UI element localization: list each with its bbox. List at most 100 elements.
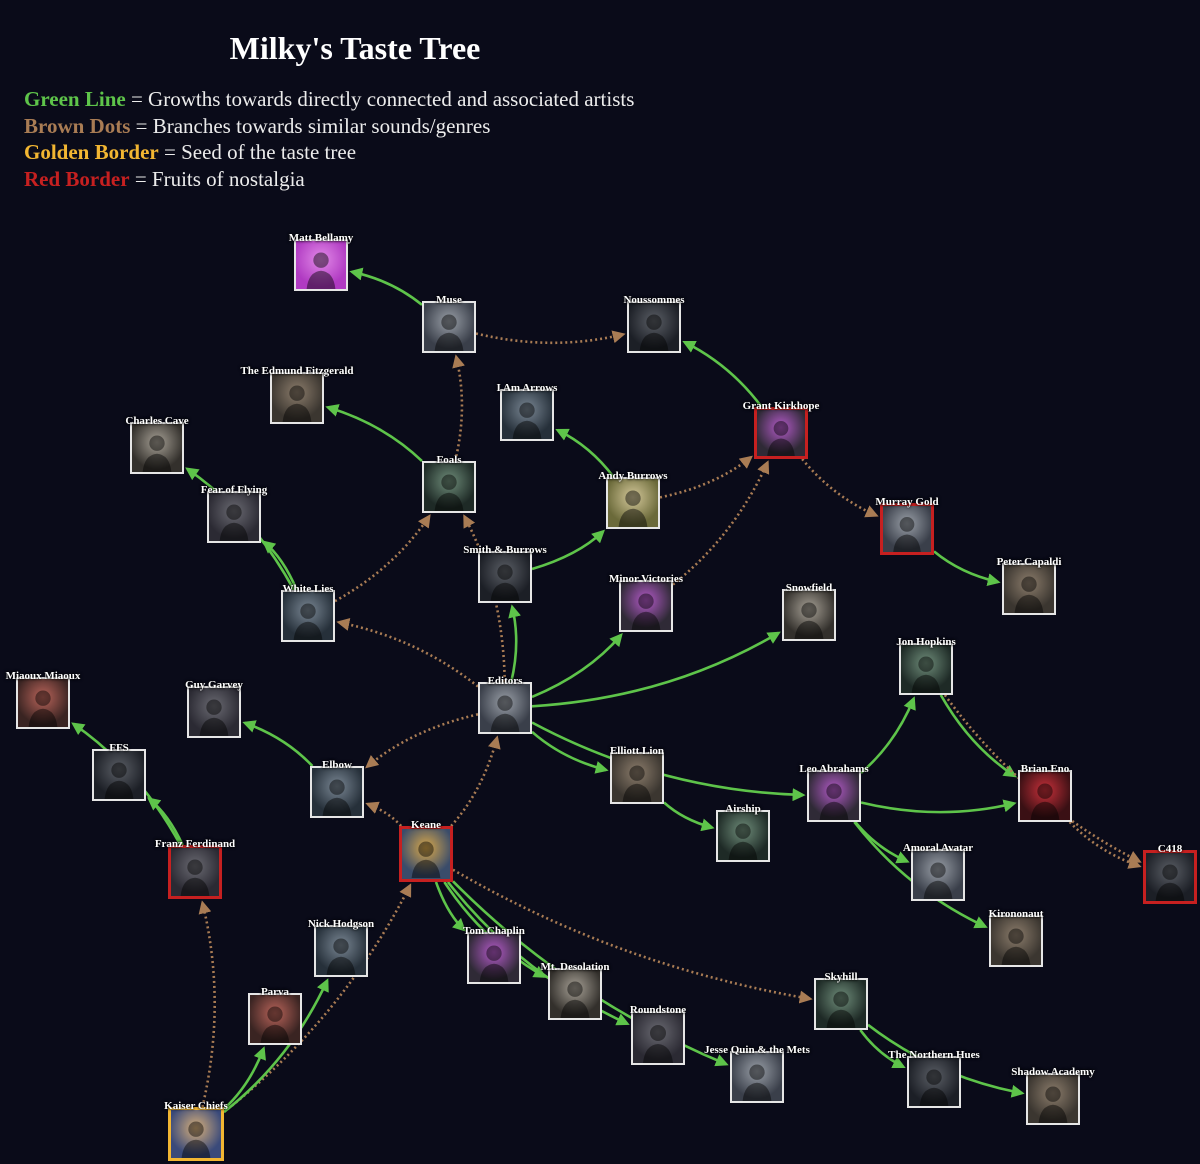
edge-kaiser-chiefs-to-keane xyxy=(223,883,412,1114)
legend-row-red-border: Red Border = Fruits of nostalgia xyxy=(24,166,634,193)
artist-photo xyxy=(807,770,861,822)
artist-photo xyxy=(281,590,335,642)
artist-photo xyxy=(606,477,660,529)
artist-node-kirononaut: Kirononaut xyxy=(989,908,1043,967)
artist-photo xyxy=(1018,770,1072,822)
artist-label: Smith & Burrows xyxy=(463,544,547,556)
person-silhouette-icon xyxy=(631,593,661,630)
edge-brian-eno-to-c418 xyxy=(1068,821,1142,869)
artist-node-brian-eno: Brian Eno xyxy=(1018,763,1072,822)
edge-kaiser-chiefs-to-nick-hodgson xyxy=(223,978,329,1114)
person-silhouette-icon xyxy=(282,385,312,422)
artist-label: Roundstone xyxy=(629,1004,687,1016)
legend-text: Fruits of nostalgia xyxy=(151,166,305,191)
person-silhouette-icon xyxy=(326,938,356,975)
artist-node-kaiser-chiefs: Kaiser Chiefs xyxy=(164,1100,228,1161)
edge-muse-to-noussommes xyxy=(475,330,626,345)
artist-label: Peter Capaldi xyxy=(996,556,1062,568)
artist-photo xyxy=(270,372,324,424)
person-silhouette-icon xyxy=(826,991,856,1028)
person-silhouette-icon xyxy=(142,435,172,472)
person-silhouette-icon xyxy=(819,783,849,820)
person-silhouette-icon xyxy=(306,252,336,289)
artist-photo xyxy=(422,301,476,353)
artist-node-snowfield: Snowfield xyxy=(782,582,836,641)
artist-label: Elbow xyxy=(322,759,352,771)
artist-label: Noussommes xyxy=(623,294,685,306)
edge-editors-to-elbow xyxy=(365,713,479,769)
edge-andy-burrows-to-i-am-arrows xyxy=(555,428,615,478)
artist-label: Andy Burrows xyxy=(598,470,668,482)
artist-photo xyxy=(619,580,673,632)
edge-editors-to-minor-victories xyxy=(531,633,623,699)
person-silhouette-icon xyxy=(434,474,464,511)
artist-photo xyxy=(782,589,836,641)
legend-separator: = xyxy=(130,113,153,138)
person-silhouette-icon xyxy=(728,823,758,860)
artist-photo xyxy=(1143,850,1197,904)
artist-node-elliott-lion: Elliott Lion xyxy=(610,745,664,804)
artist-label: Murray Gold xyxy=(875,496,939,508)
legend-text: Seed of the taste tree xyxy=(181,140,357,164)
person-silhouette-icon xyxy=(434,314,464,351)
artist-node-editors: Editors xyxy=(478,675,532,734)
artist-node-fear-of-flying: Fear of Flying xyxy=(201,484,267,543)
person-silhouette-icon xyxy=(1001,928,1031,965)
edge-grant-kirkhope-to-noussommes xyxy=(682,340,763,408)
artist-label: Minor Victories xyxy=(608,573,684,585)
legend: Green Line = Growths towards directly co… xyxy=(24,86,634,192)
artist-photo xyxy=(730,1051,784,1103)
artist-photo xyxy=(294,239,348,291)
artist-node-franz-ferdinand: Franz Ferdinand xyxy=(155,838,235,899)
legend-separator: = xyxy=(129,166,152,191)
edge-editors-to-smith-burrows xyxy=(508,604,521,683)
artist-photo xyxy=(814,978,868,1030)
edge-editors-to-elliott-lion xyxy=(531,730,609,774)
person-silhouette-icon xyxy=(1030,783,1060,820)
artist-photo xyxy=(907,1056,961,1108)
artist-label: Muse xyxy=(436,294,462,306)
artist-node-leo-abrahams: Leo Abrahams xyxy=(799,763,869,822)
artist-label: Mt. Desolation xyxy=(540,961,610,973)
edge-leo-abrahams-to-jon-hopkins xyxy=(860,696,916,774)
artist-label: Miaoux Miaoux xyxy=(5,670,81,682)
artist-node-ffs: FFS xyxy=(92,742,146,801)
edge-leo-abrahams-to-amoral-avatar xyxy=(854,821,910,864)
artist-node-miaoux-miaoux: Miaoux Miaoux xyxy=(6,670,80,729)
artist-node-andy-burrows: Andy Burrows xyxy=(598,470,668,529)
artist-node-northern-hues: The Northern Hues xyxy=(888,1049,980,1108)
person-silhouette-icon xyxy=(199,699,229,736)
artist-label: Matt Bellamy xyxy=(288,232,354,244)
artist-photo xyxy=(610,752,664,804)
edge-leo-abrahams-to-brian-eno xyxy=(860,799,1017,814)
person-silhouette-icon xyxy=(479,945,509,982)
artist-label: Keane xyxy=(411,819,441,831)
artist-node-matt-bellamy: Matt Bellamy xyxy=(289,232,353,291)
legend-key: Red Border xyxy=(24,166,130,191)
edge-jon-hopkins-to-c418 xyxy=(943,694,1142,863)
artist-node-shadow-academy: Shadow Academy xyxy=(1011,1066,1095,1125)
artist-node-skyhill: Skyhill xyxy=(814,971,868,1030)
edge-white-lies-to-fear-of-flying xyxy=(262,540,298,591)
person-silhouette-icon xyxy=(1014,576,1044,613)
artist-label: The Northern Hues xyxy=(888,1049,980,1061)
artist-photo xyxy=(911,849,965,901)
artist-photo xyxy=(16,677,70,729)
artist-photo xyxy=(248,993,302,1045)
artist-label: The Edmund Fitzgerald xyxy=(240,365,354,377)
person-silhouette-icon xyxy=(919,1069,949,1106)
edge-foals-to-muse xyxy=(452,354,465,462)
artist-label: Airship xyxy=(725,803,761,815)
artist-photo xyxy=(467,932,521,984)
artist-label: Tom Chaplin xyxy=(463,925,525,937)
artist-photo xyxy=(500,389,554,441)
artist-label: Parva xyxy=(260,986,290,998)
artist-node-smith-burrows: Smith & Burrows xyxy=(463,544,547,603)
person-silhouette-icon xyxy=(490,564,520,601)
person-silhouette-icon xyxy=(639,314,669,351)
artist-photo xyxy=(187,686,241,738)
person-silhouette-icon xyxy=(104,762,134,799)
edge-elliott-lion-to-airship xyxy=(663,801,715,832)
artist-node-mt-desolation: Mt. Desolation xyxy=(540,961,610,1020)
